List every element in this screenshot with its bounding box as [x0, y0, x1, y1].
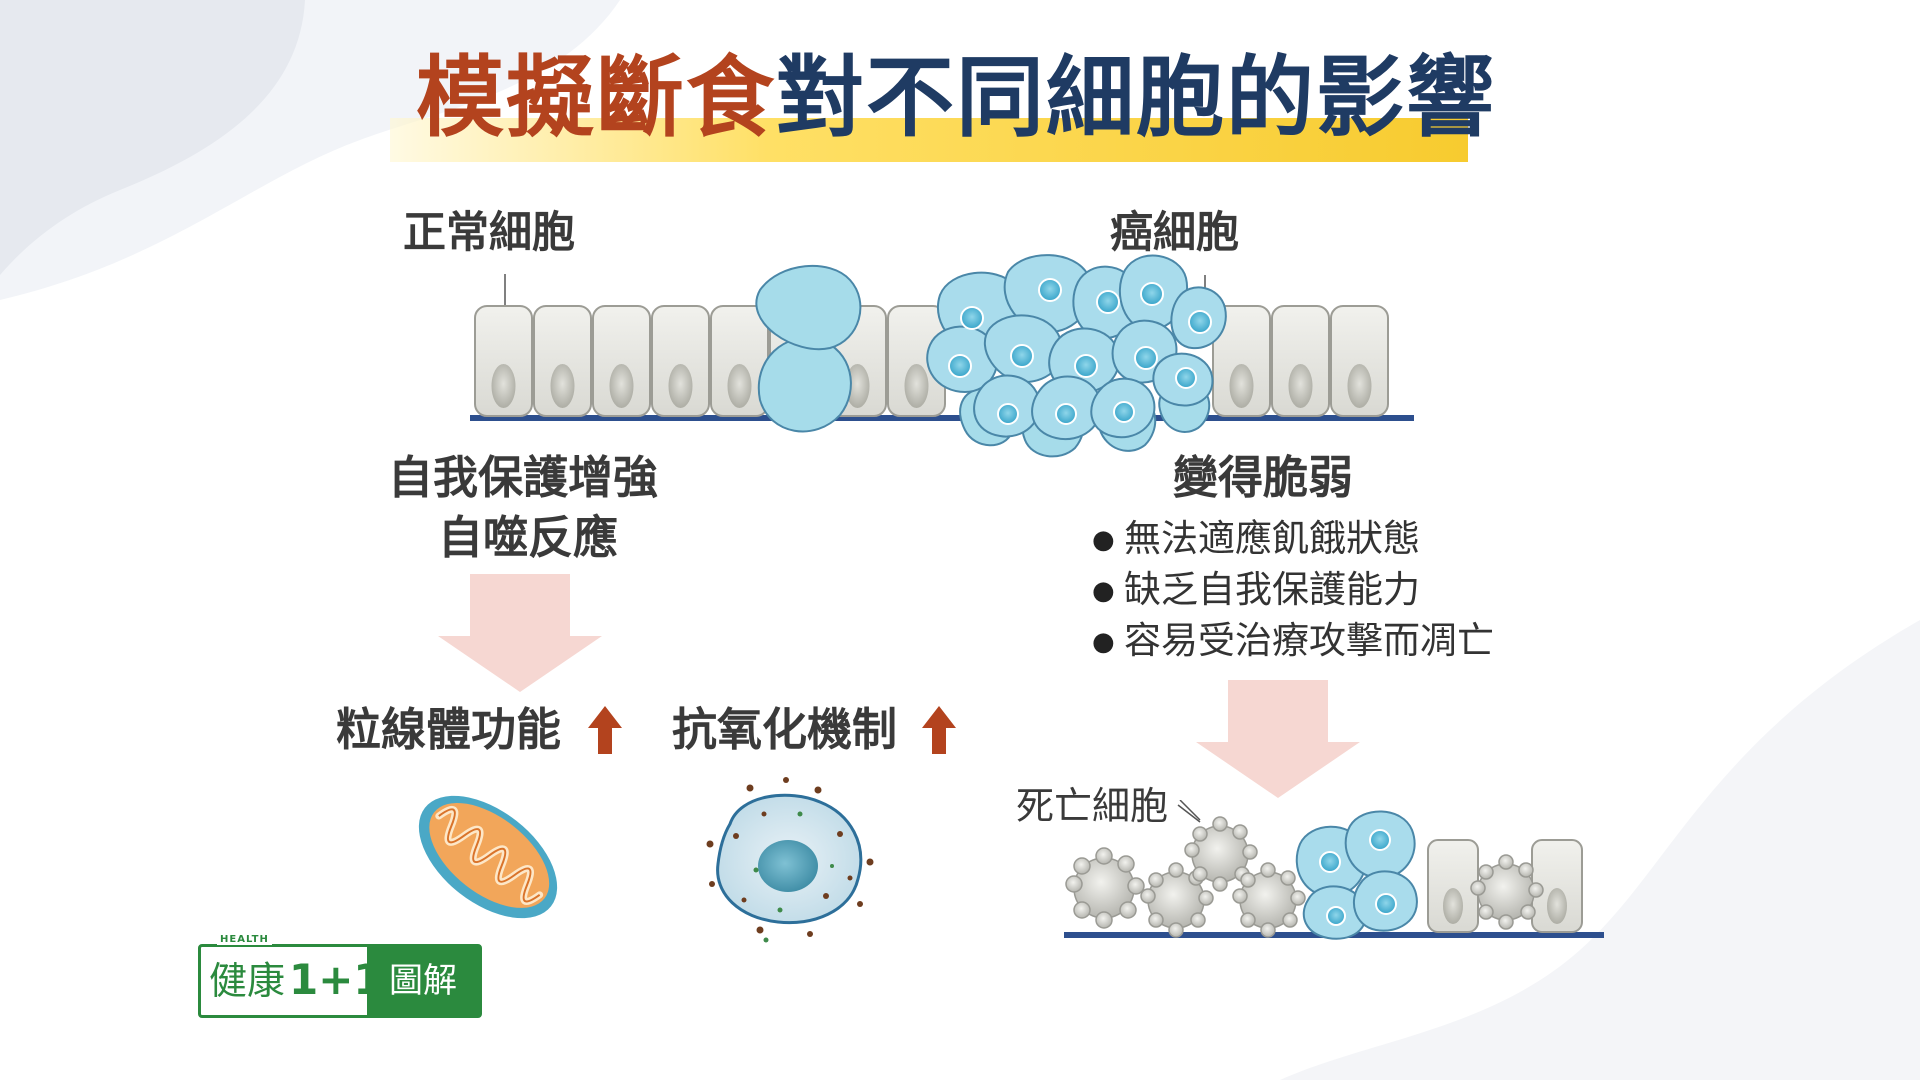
title-main-text: 對不同細胞的影響 — [776, 46, 1497, 149]
cancer-cell-nuclei — [948, 278, 1212, 425]
title-banner: 模擬斷食對不同細胞的影響 — [390, 40, 1494, 162]
fragile-label: 變得脆弱 — [1173, 451, 1354, 504]
title-accent-text: 模擬斷食 — [416, 46, 777, 149]
antioxidant-label: 抗氧化機制 — [672, 703, 898, 756]
title-highlight-band — [390, 118, 1468, 162]
mitochondria-icon — [418, 795, 558, 919]
self-protection-label: 自我保護增強 — [388, 451, 659, 504]
basement-membrane — [470, 415, 1414, 421]
normal-cell-label: 正常細胞 — [403, 208, 575, 258]
antioxidant-cell-icon — [706, 777, 874, 943]
logo-health-text: HEALTH — [217, 934, 272, 945]
logo-left-text: 健康 — [209, 959, 286, 1003]
mitochondria-function-label: 粒線體功能 — [336, 703, 562, 756]
down-arrow-right — [1196, 680, 1360, 798]
brand-logo: HEALTH 健康 1+1 圖解 — [198, 934, 482, 1018]
fragile-bullet-item: 容易受治療攻擊而凋亡 — [1092, 616, 1494, 667]
logo-right-text: 圖解 — [367, 947, 479, 1015]
fragile-bullet-item: 缺乏自我保護能力 — [1092, 565, 1494, 616]
autophagy-label: 自噬反應 — [438, 511, 619, 564]
normal-cells-right — [1212, 305, 1389, 417]
fragile-bullet-item: 無法適應飢餓狀態 — [1092, 514, 1494, 565]
cancer-cell-label: 癌細胞 — [1110, 208, 1239, 258]
up-arrow-icon — [922, 706, 956, 754]
dead-cell-diagram — [1064, 800, 1604, 940]
cell-layer-diagram — [470, 254, 1414, 458]
cancer-nuclei-bottom — [1319, 829, 1397, 926]
cancer-cells-bottom — [1295, 810, 1418, 940]
dead-cells — [1065, 816, 1544, 938]
background-shape-bottom-right — [1280, 620, 1920, 1080]
normal-cells-left — [474, 305, 946, 417]
up-arrow-icon — [588, 706, 622, 754]
dead-cell-label: 死亡細胞 — [1016, 784, 1169, 828]
background-shape-top-left — [0, 0, 620, 300]
fragile-bullet-list: 無法適應飢餓狀態 缺乏自我保護能力 容易受治療攻擊而凋亡 — [1092, 514, 1494, 667]
down-arrow-left — [438, 574, 602, 692]
page-title: 模擬斷食對不同細胞的影響 — [416, 44, 1496, 152]
